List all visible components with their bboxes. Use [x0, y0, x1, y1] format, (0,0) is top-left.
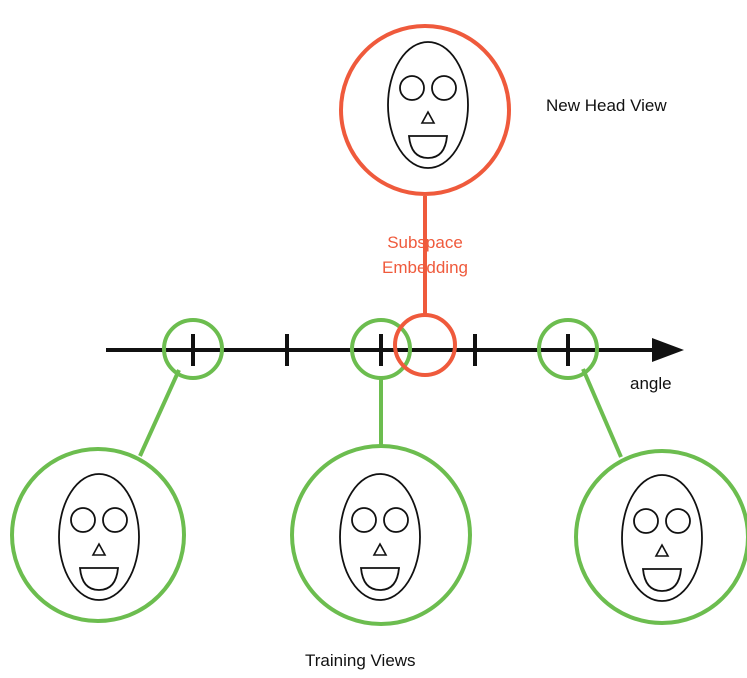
training-marker-right: [537, 318, 599, 380]
axis-arrowhead: [652, 338, 684, 362]
subspace-label-line2: Embedding: [381, 258, 468, 277]
new-head-view-label: New Head View: [546, 96, 667, 115]
connector-training-left: [138, 369, 181, 457]
training-marker-middle: [350, 318, 412, 380]
embedding-marker: [393, 313, 457, 377]
training-view-middle-circle: [290, 444, 472, 626]
training-view-right-circle: [574, 449, 747, 625]
new-head-view-circle: [339, 24, 511, 196]
subspace-label-line1: Subspace: [387, 233, 463, 252]
subspace-embedding-label: Subspace Embedding: [350, 230, 500, 280]
training-view-left-circle: [10, 447, 186, 623]
training-views-label: Training Views: [305, 651, 416, 670]
connector-training-right: [581, 368, 623, 458]
axis-label: angle: [630, 374, 672, 393]
training-marker-left: [162, 318, 224, 380]
